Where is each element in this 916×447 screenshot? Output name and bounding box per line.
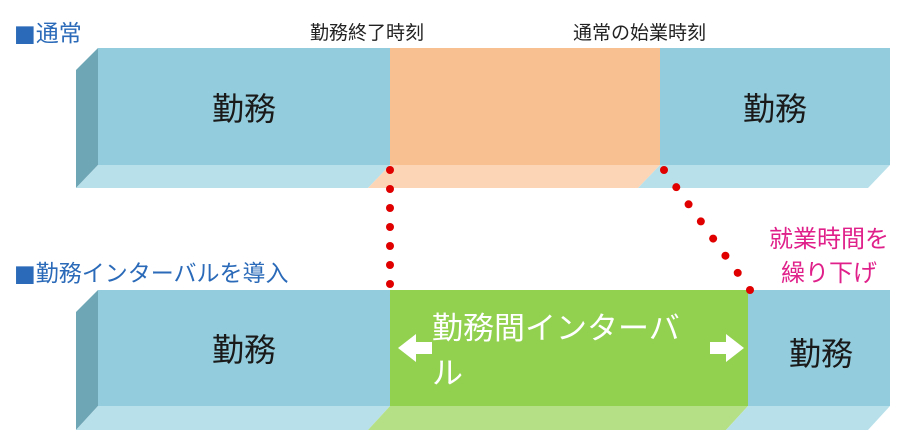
dot-diagonal	[684, 200, 693, 209]
caption-normal-start-time: 通常の始業時刻	[573, 22, 707, 44]
block-label-normal-left: 勤務	[211, 89, 276, 128]
dot-vertical	[386, 204, 394, 212]
interval-left-bottom	[76, 406, 390, 430]
interval-middle-face	[390, 290, 748, 406]
block-label-work-interval: 勤務間インターバル	[432, 311, 680, 392]
dot-diagonal	[709, 234, 718, 243]
double-arrow-icon	[398, 334, 744, 362]
caption-work-end-time: 勤務終了時刻	[310, 22, 425, 44]
block-label-interval-right: 勤務	[788, 335, 853, 373]
interval-left-side	[76, 290, 98, 430]
normal-right-face	[660, 48, 890, 165]
dot-diagonal	[746, 286, 754, 294]
annotation-line-1: 就業時間を	[769, 225, 889, 253]
normal-left-face	[98, 48, 390, 165]
dot-diagonal	[696, 217, 705, 226]
dot-diagonal	[721, 251, 730, 260]
dot-diagonal	[733, 268, 742, 277]
normal-rest-face	[390, 48, 660, 165]
dot-vertical	[386, 185, 394, 193]
dot-vertical	[386, 223, 394, 231]
dot-vertical	[386, 280, 394, 288]
normal-left-side	[76, 48, 98, 188]
interval-left-face	[98, 290, 390, 406]
section-title-interval: ■勤務インターバルを導入	[14, 261, 289, 287]
block-label-normal-right: 勤務	[742, 89, 807, 128]
normal-row	[76, 48, 890, 188]
dot-diagonal	[660, 166, 668, 174]
annotation-line-2: 繰り下げ	[781, 259, 877, 287]
dot-vertical	[386, 242, 394, 250]
normal-right-bottom	[638, 165, 890, 188]
normal-rest-bottom	[368, 165, 660, 188]
interval-right-bottom	[726, 406, 890, 430]
dot-vertical	[386, 166, 394, 174]
section-title-normal: ■通常	[14, 21, 82, 47]
interval-middle-bottom	[368, 406, 748, 430]
interval-row	[76, 290, 890, 430]
dot-diagonal	[672, 183, 681, 192]
block-label-interval-left: 勤務	[211, 331, 276, 369]
dotted-connectors	[386, 166, 754, 294]
interval-right-face	[748, 290, 890, 406]
normal-left-bottom	[76, 165, 390, 188]
annotation-shift-hours: 就業時間を 繰り下げ	[756, 222, 902, 290]
dot-vertical	[386, 261, 394, 269]
